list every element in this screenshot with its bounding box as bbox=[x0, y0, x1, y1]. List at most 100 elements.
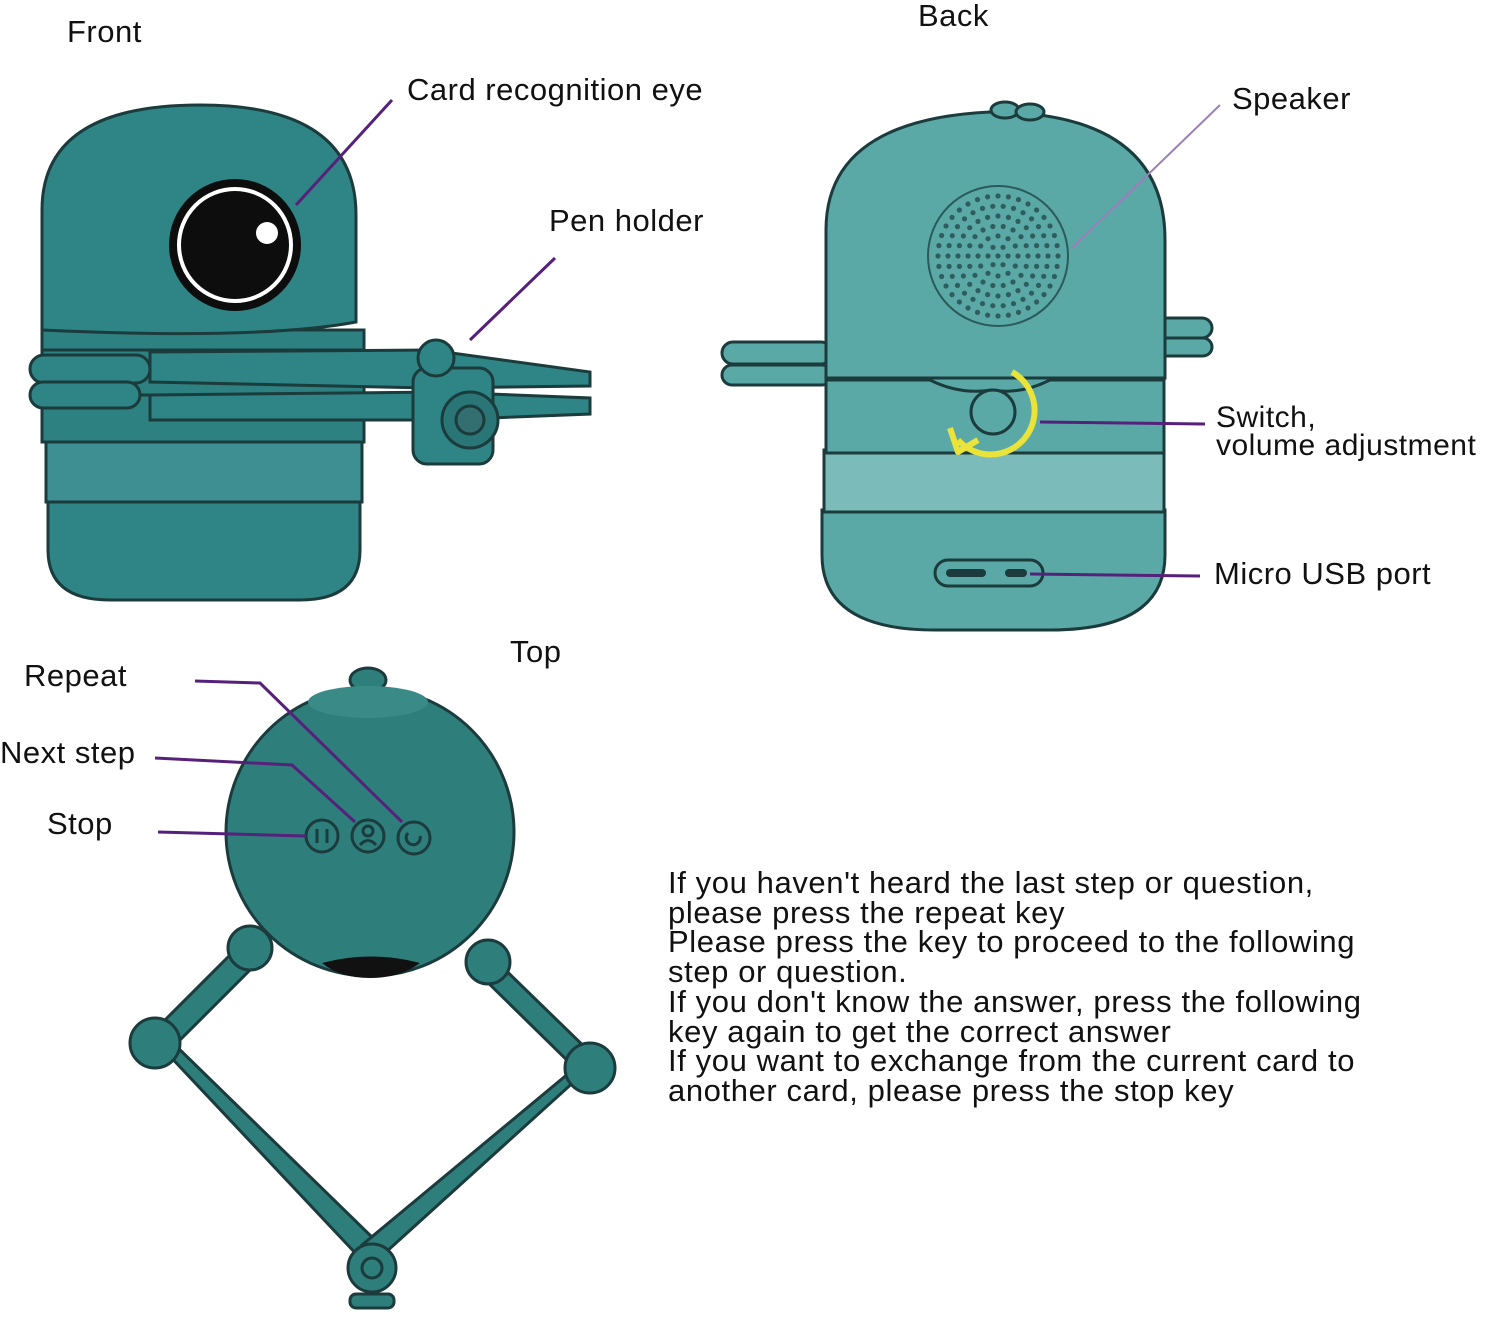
speaker-hole bbox=[985, 312, 991, 318]
speaker-hole bbox=[1041, 273, 1047, 279]
speaker-hole bbox=[1023, 225, 1029, 231]
speaker-hole bbox=[974, 197, 981, 203]
instruction-line: If you want to exchange from the current… bbox=[668, 1043, 1356, 1079]
speaker-hole bbox=[955, 253, 961, 259]
speaker-hole bbox=[949, 233, 955, 239]
speaker-hole bbox=[1000, 203, 1006, 209]
speaker-hole bbox=[1020, 296, 1026, 302]
speaker-hole bbox=[946, 243, 952, 249]
speaker-hole bbox=[974, 309, 981, 315]
speaker-hole bbox=[936, 243, 942, 249]
speaker-hole bbox=[956, 299, 963, 305]
speaker-hole bbox=[980, 279, 986, 285]
speaker-hole bbox=[970, 296, 976, 302]
speaker-hole bbox=[1051, 273, 1057, 280]
front-view-title: Front bbox=[67, 14, 142, 49]
speaker-hole bbox=[935, 253, 941, 259]
speaker-hole bbox=[990, 303, 996, 309]
speaker-hole bbox=[978, 263, 984, 269]
speaker-hole bbox=[1018, 272, 1024, 278]
speaker-hole bbox=[939, 273, 945, 280]
speaker-hole bbox=[1034, 299, 1040, 305]
leader-lines bbox=[154, 98, 1221, 838]
speaker-hole bbox=[1000, 303, 1006, 309]
next-step-label: Next step bbox=[0, 735, 136, 770]
switch-label-line1: Switch, bbox=[1216, 401, 1317, 434]
speaker-hole bbox=[954, 282, 961, 288]
speaker-hole bbox=[1035, 282, 1042, 288]
speaker-hole bbox=[1041, 233, 1047, 239]
speaker-hole bbox=[1025, 201, 1031, 207]
speaker-hole bbox=[990, 262, 996, 268]
speaker-hole bbox=[1035, 224, 1042, 230]
speaker-hole bbox=[967, 243, 973, 249]
speaker-hole bbox=[1010, 301, 1017, 307]
speaker-hole bbox=[1015, 218, 1021, 224]
speaker-hole bbox=[961, 290, 968, 296]
speaker-hole bbox=[990, 203, 996, 209]
speaker-hole bbox=[1055, 253, 1061, 259]
speaker-hole bbox=[943, 223, 949, 229]
speaker-hole bbox=[1054, 263, 1060, 269]
speaker-hole bbox=[1005, 292, 1012, 298]
instruction-line: If you don't know the answer, press the … bbox=[668, 983, 1362, 1019]
speaker-hole bbox=[954, 224, 961, 230]
speaker-hole bbox=[1025, 253, 1031, 259]
speaker-hole bbox=[995, 193, 1001, 199]
speaker-hole bbox=[979, 301, 986, 307]
speaker-hole bbox=[1023, 263, 1029, 269]
speaker-hole bbox=[965, 201, 971, 207]
instruction-line: If you haven't heard the last step or qu… bbox=[668, 865, 1314, 900]
speaker-hole bbox=[985, 292, 991, 298]
speaker-hole bbox=[1041, 214, 1047, 220]
speaker-hole bbox=[985, 236, 991, 242]
speaker-hole bbox=[1025, 305, 1031, 311]
speaker-hole bbox=[980, 227, 986, 233]
speaker-label: Speaker bbox=[1232, 81, 1351, 116]
speaker-hole bbox=[990, 282, 996, 289]
speaker-hole bbox=[967, 281, 973, 287]
speaker-hole bbox=[1030, 233, 1036, 239]
speaker-hole bbox=[972, 234, 978, 240]
speaker-hole bbox=[1005, 214, 1012, 220]
top-view-robot bbox=[128, 666, 617, 1310]
speaker-hole bbox=[1034, 207, 1040, 213]
speaker-hole bbox=[1034, 263, 1040, 269]
speaker-hole bbox=[1020, 210, 1026, 216]
speaker-hole bbox=[1015, 309, 1022, 315]
speaker-hole bbox=[1005, 253, 1011, 259]
speaker-hole bbox=[995, 253, 1001, 259]
speaker-hole bbox=[960, 273, 967, 279]
speaker-hole bbox=[995, 273, 1001, 279]
switch-label-line2: volume adjustment bbox=[1216, 429, 1477, 462]
speaker-hole bbox=[945, 253, 951, 259]
speaker-hole bbox=[1010, 227, 1016, 233]
speaker-hole bbox=[946, 263, 952, 269]
stop-label: Stop bbox=[47, 806, 113, 841]
speaker-grille bbox=[927, 185, 1069, 327]
instructions-paragraph: If you haven't heard the last step or qu… bbox=[668, 865, 1488, 1106]
speaker-hole bbox=[990, 244, 996, 250]
speaker-hole bbox=[1005, 270, 1011, 276]
speaker-hole bbox=[1015, 253, 1021, 259]
speaker-hole bbox=[990, 223, 996, 230]
repeat-label: Repeat bbox=[24, 658, 127, 693]
speaker-hole bbox=[1028, 216, 1035, 222]
speaker-hole bbox=[1051, 232, 1057, 239]
speaker-hole bbox=[1034, 243, 1040, 249]
speaker-hole bbox=[1030, 273, 1036, 279]
speaker-hole bbox=[975, 218, 981, 224]
speaker-hole bbox=[961, 216, 968, 222]
back-view-title: Back bbox=[918, 0, 989, 33]
instruction-line: please press the repeat key bbox=[668, 894, 1066, 930]
speaker-hole bbox=[985, 253, 991, 259]
speaker-hole bbox=[1023, 243, 1029, 249]
speaker-hole bbox=[972, 272, 978, 278]
speaker-hole bbox=[1047, 223, 1053, 229]
speaker-hole bbox=[943, 283, 949, 289]
speaker-hole bbox=[1012, 263, 1018, 269]
speaker-hole bbox=[1000, 244, 1006, 250]
speaker-hole bbox=[985, 194, 991, 200]
speaker-hole bbox=[949, 214, 955, 220]
speaker-hole bbox=[1012, 243, 1018, 249]
